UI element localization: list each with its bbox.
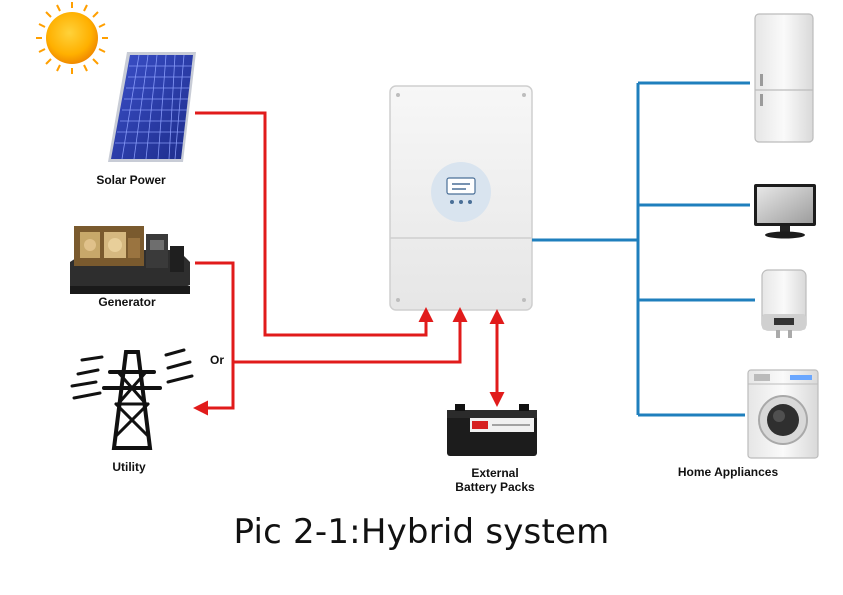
battery-label-line2: Battery Packs: [455, 480, 535, 494]
solar-panel-icon: [108, 52, 196, 162]
washing-machine-icon: [747, 369, 819, 459]
input-power-lines: [193, 111, 505, 416]
home-appliances-label: Home Appliances: [677, 465, 779, 479]
or-label: Or: [210, 353, 225, 367]
refrigerator-icon: [754, 13, 814, 143]
solar-line: [195, 111, 434, 337]
utility-label: Utility: [112, 460, 146, 474]
solar-power-label: Solar Power: [96, 173, 166, 187]
television-icon: [754, 184, 816, 239]
generator-icon: [70, 226, 190, 294]
figure-caption: Pic 2-1:Hybrid system: [233, 512, 610, 552]
battery-label-line1: External: [471, 466, 519, 480]
sun-icon: [36, 2, 108, 74]
battery-pack-icon: [447, 404, 537, 456]
generator-line: [193, 261, 235, 416]
grid-line: [233, 307, 468, 364]
utility-tower-icon: [70, 348, 194, 450]
hybrid-inverter-icon: [389, 85, 533, 311]
water-heater-icon: [761, 269, 807, 338]
generator-label: Generator: [98, 295, 156, 309]
output-power-lines: [532, 81, 755, 417]
